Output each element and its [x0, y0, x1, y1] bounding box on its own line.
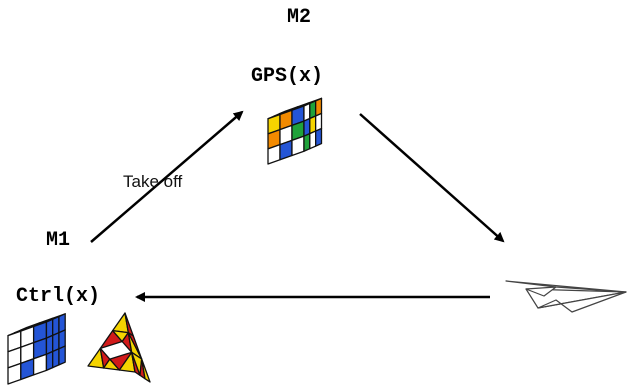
ctrl-label: Ctrl(x): [16, 285, 101, 308]
gps-label: GPS(x): [251, 65, 324, 88]
m1-label: M1: [46, 229, 71, 252]
take-off-label: Take off: [123, 172, 183, 191]
arrow-m1-to-gps: [90, 110, 244, 243]
arrow-gps-to-plane: [359, 113, 505, 243]
paper-airplane-icon: [505, 280, 627, 313]
m2-label: M2: [287, 6, 312, 29]
